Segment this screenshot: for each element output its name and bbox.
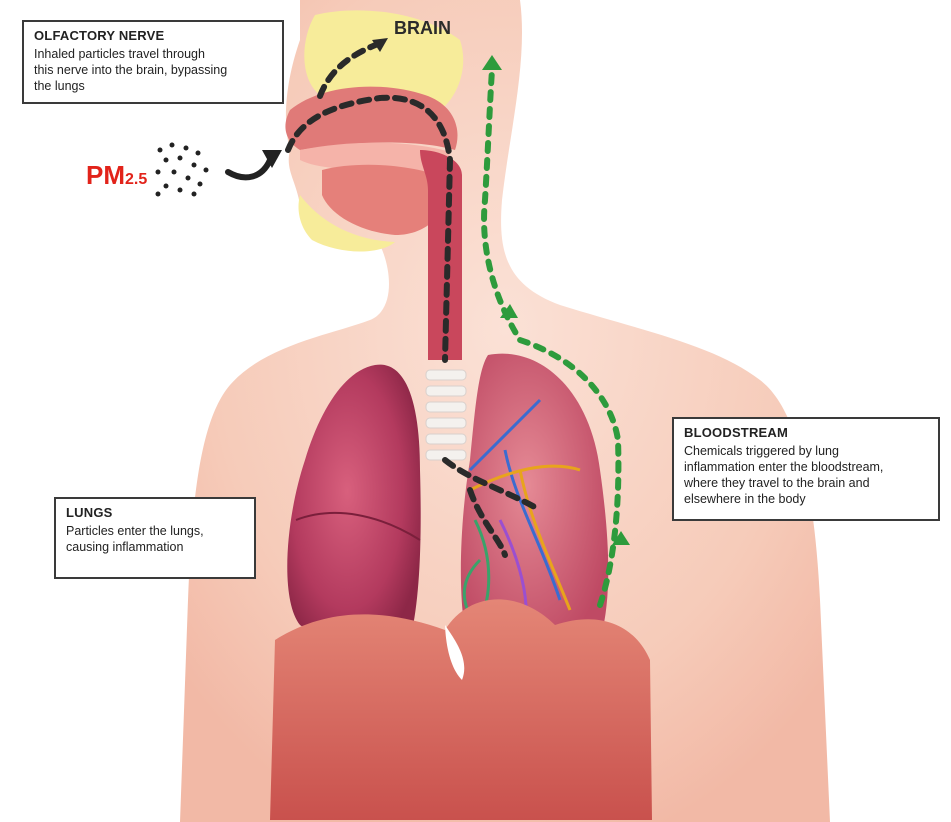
callout-title: OLFACTORY NERVE xyxy=(34,28,272,43)
bloodstream-callout: BLOODSTREAM Chemicals triggered by lung … xyxy=(672,417,940,521)
pm-main: PM xyxy=(86,160,125,190)
inhale-arrow-icon xyxy=(228,160,270,177)
callout-line: inflammation enter the bloodstream, xyxy=(684,459,928,475)
brain-label: BRAIN xyxy=(394,18,451,39)
callout-line: causing inflammation xyxy=(66,539,244,555)
callout-line: Chemicals triggered by lung xyxy=(684,443,928,459)
callout-line: elsewhere in the body xyxy=(684,491,928,507)
callout-line: this nerve into the brain, bypassing xyxy=(34,62,272,78)
diaphragm xyxy=(270,599,652,820)
callout-line: where they travel to the brain and xyxy=(684,475,928,491)
particle-cloud-icon xyxy=(156,143,209,197)
olfactory-nerve-callout: OLFACTORY NERVE Inhaled particles travel… xyxy=(22,20,284,104)
pm25-label: PM2.5 xyxy=(86,160,147,191)
pm-subscript: 2.5 xyxy=(125,171,147,188)
callout-line: Particles enter the lungs, xyxy=(66,523,244,539)
callout-title: BLOODSTREAM xyxy=(684,425,928,440)
lungs-callout: LUNGS Particles enter the lungs, causing… xyxy=(54,497,256,579)
callout-line: the lungs xyxy=(34,78,272,94)
callout-line: Inhaled particles travel through xyxy=(34,46,272,62)
callout-title: LUNGS xyxy=(66,505,244,520)
